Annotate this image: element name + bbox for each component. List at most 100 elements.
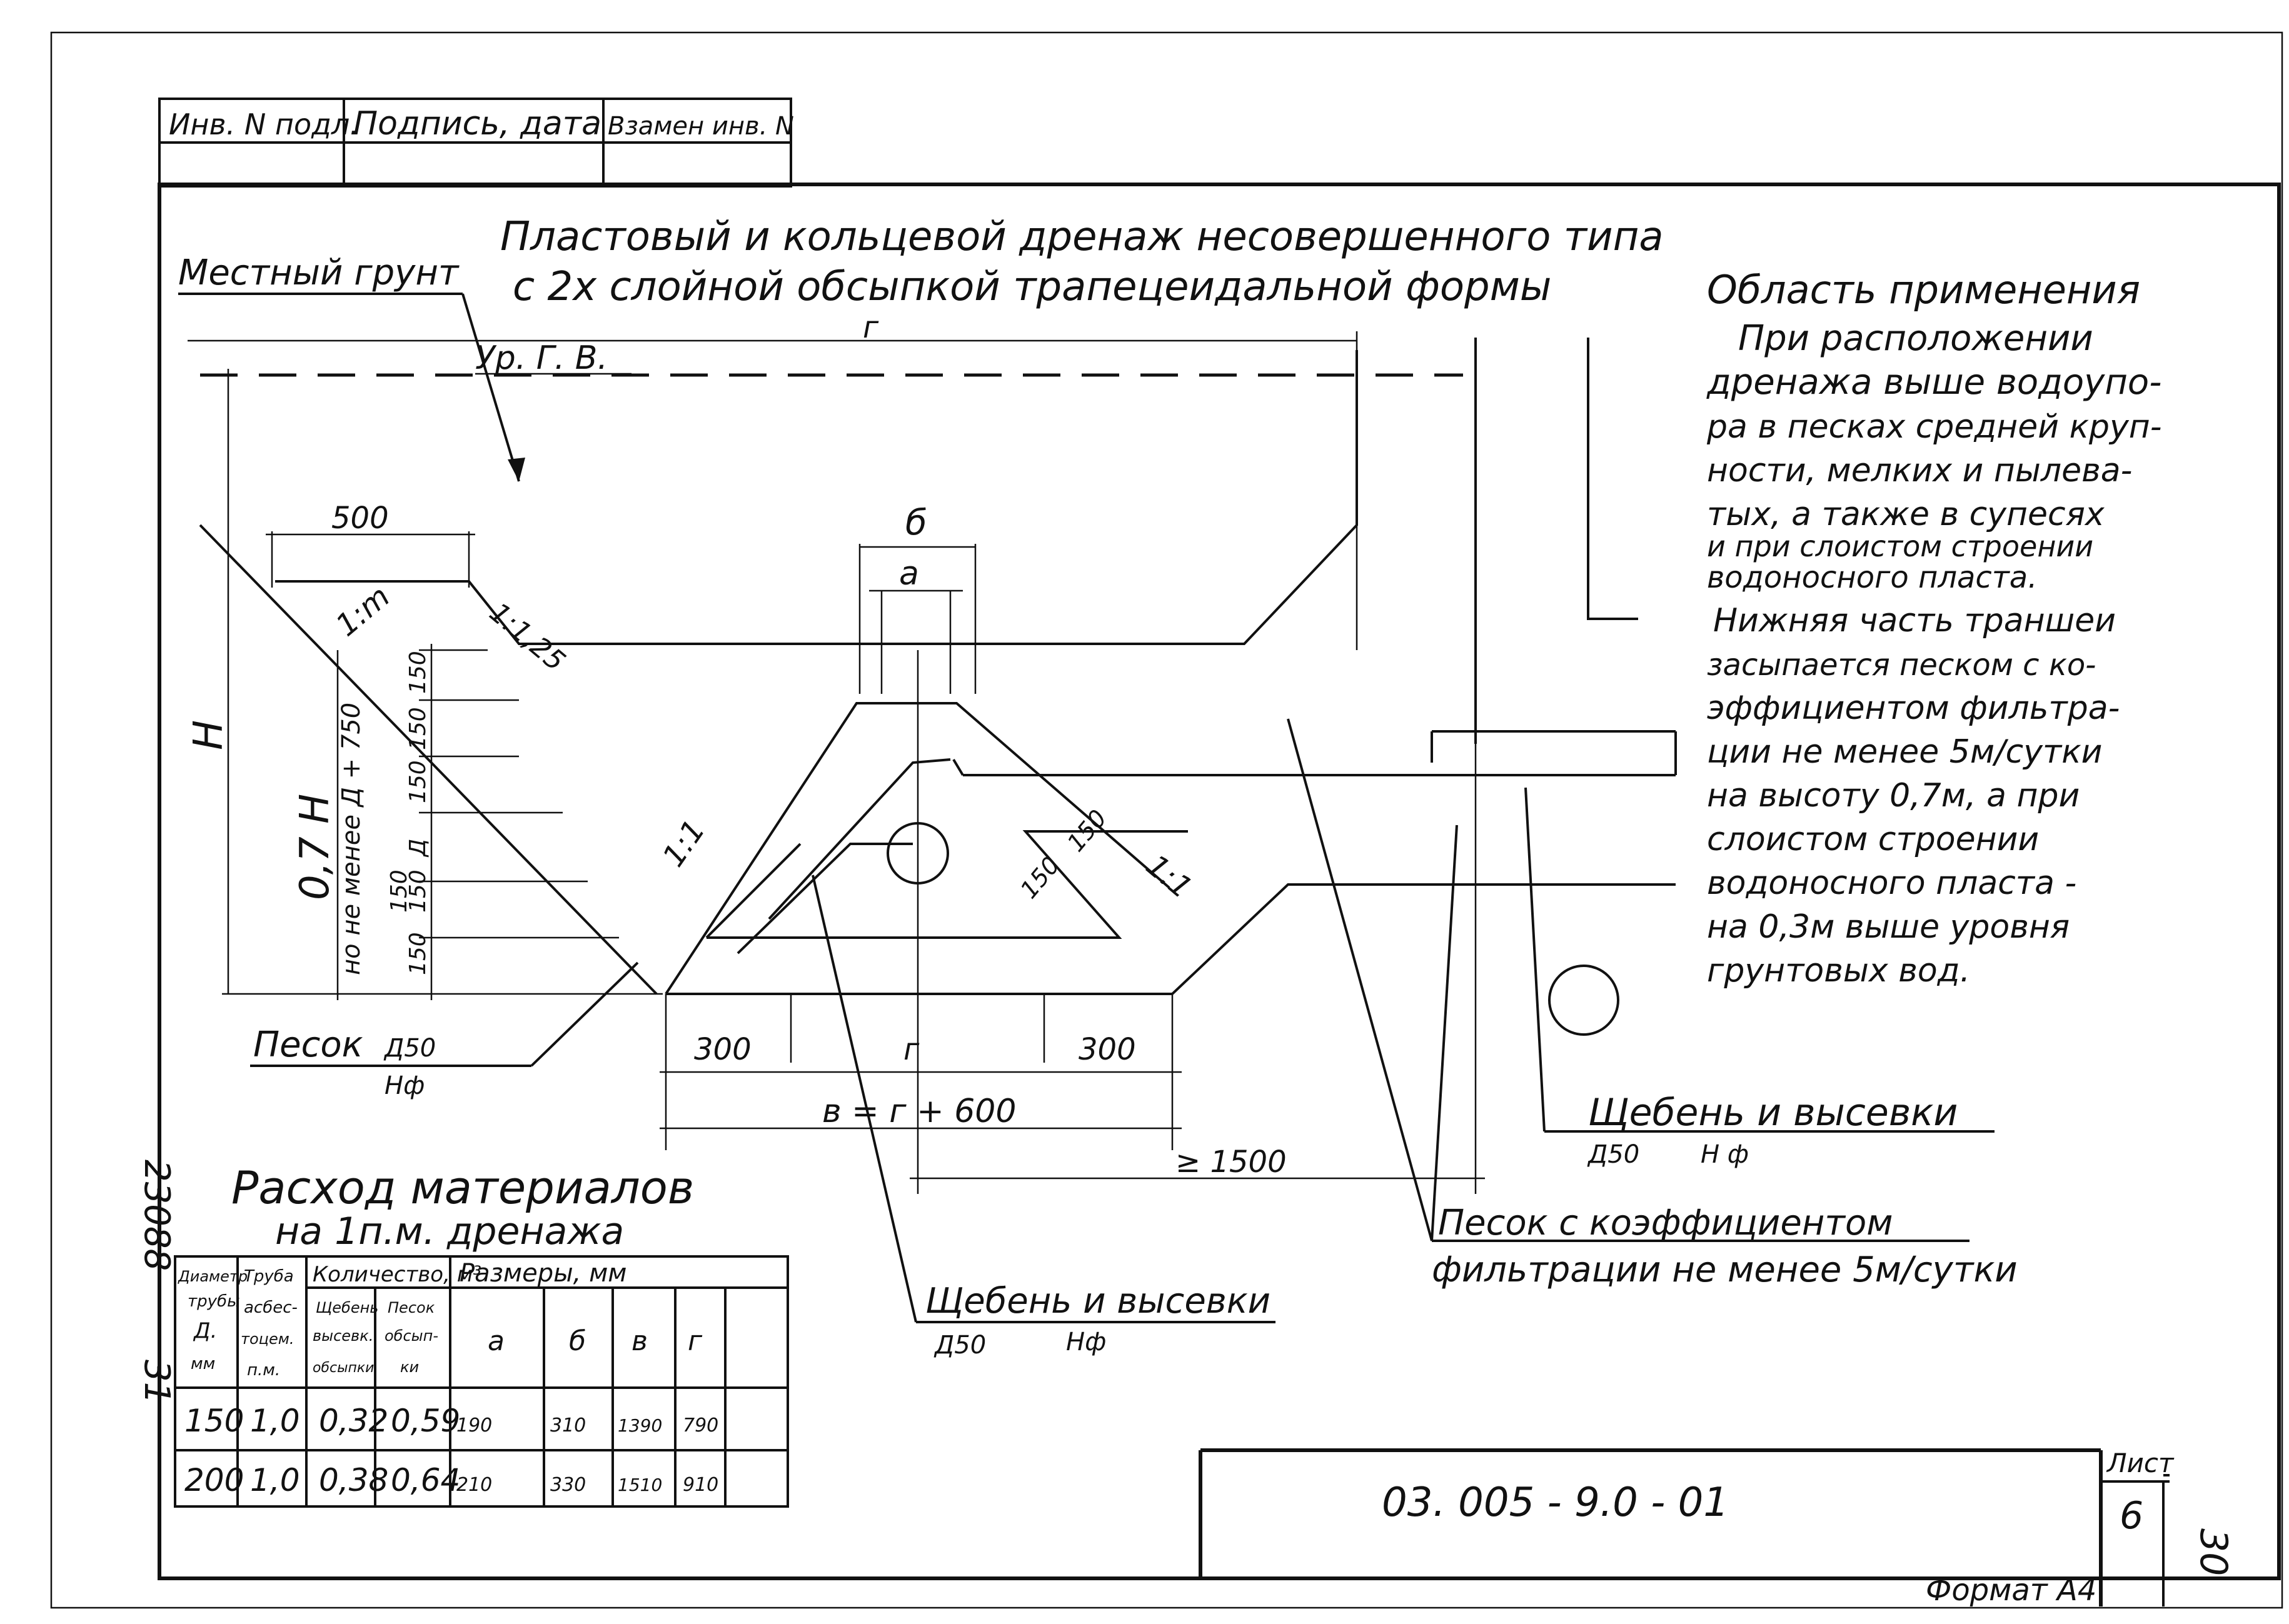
application-line: ции не менее 5м/сутки (1707, 733, 2102, 771)
dim-150-5: 150 (386, 870, 412, 913)
vertical-ticks (419, 649, 619, 939)
label-local-soil: Местный грунт (178, 253, 460, 293)
materials-title-2: на 1п.м. дренажа (275, 1210, 624, 1253)
th-diam: Д. (193, 1318, 217, 1343)
application-line: эффициентом фильтра- (1707, 689, 2120, 727)
dim-g-top: г (863, 310, 879, 345)
application-line: засыпается песком с ко- (1707, 648, 2096, 683)
drawing-code: 03. 005 - 9.0 - 01 (1382, 1480, 1729, 1526)
th-gravel: Щебень (316, 1299, 378, 1316)
application-heading: Область применения (1707, 267, 2140, 313)
outer-frame (50, 31, 2283, 1609)
application-line: на 0,3м выше уровня (1707, 908, 2070, 946)
table-cell: 0,38 (319, 1462, 388, 1498)
table-cell: 1,0 (250, 1462, 300, 1498)
slope-1-1-right: 1:1 (1139, 848, 1199, 906)
table-cell: 190 (456, 1415, 492, 1436)
title-block: 03. 005 - 9.0 - 01 Лист 6 Формат А4 30 (1199, 1448, 2235, 1608)
table-cell: 1390 (618, 1415, 662, 1436)
table-cell: 910 (683, 1474, 718, 1496)
drawing-title-line1: Пластовый и кольцевой дренаж несовершенн… (500, 214, 1664, 260)
approval-stamp: Инв. N подл. Подпись, дата Взамен инв. N (158, 98, 794, 188)
th-pipe: тоцем. (241, 1330, 294, 1348)
label-gravel-center-d50: Д50 (933, 1331, 986, 1360)
drawing-title-line2: с 2х слойной обсыпкой трапецеидальной фо… (513, 264, 1551, 310)
th-diam: Диаметр (178, 1268, 248, 1285)
label-sand-left-nf: Нф (385, 1071, 425, 1100)
table-cell: 330 (550, 1474, 586, 1496)
dim-a: а (899, 555, 919, 593)
table-cell: 1510 (618, 1475, 662, 1495)
th-diam: мм (191, 1355, 215, 1373)
dim-not-less: но не менее Д + 750 (337, 703, 366, 975)
th-gravel: высевк. (313, 1327, 373, 1345)
label-sand-left-d50: Д50 (383, 1034, 436, 1063)
dim-150-2: 150 (405, 707, 431, 750)
label-gravel-center-nf: Нф (1066, 1328, 1106, 1356)
dim-300-left: 300 (694, 1032, 752, 1067)
table-cell: 790 (683, 1415, 718, 1436)
label-gravel-right: Щебень и высевки (1588, 1091, 1958, 1135)
th-sand: обсып- (385, 1327, 438, 1345)
label-gravel-right-nf: Н ф (1701, 1140, 1749, 1169)
dim-150-1: 150 (405, 651, 431, 694)
application-notes: Область применения При расположении дрен… (1706, 267, 2162, 990)
ring-drain-pipe (1548, 965, 1619, 1036)
table-cell: 310 (550, 1415, 586, 1436)
inner-frame (158, 183, 2281, 1580)
sheet-number: 6 (2120, 1494, 2143, 1538)
dim-150-right-1: 150 (1015, 851, 1065, 904)
application-line: ра в песках средней круп- (1706, 408, 2162, 446)
dim-150-6: 150 (405, 932, 431, 975)
table-cell: 0,64 (391, 1462, 460, 1498)
dim-500: 500 (331, 501, 389, 536)
application-line: водоносного пласта. (1707, 560, 2037, 595)
filter-trapezoid (665, 702, 1676, 995)
table-cell: 0,59 (391, 1403, 460, 1439)
sheet-label: Лист (2106, 1448, 2175, 1478)
th-sand: ки (400, 1358, 419, 1376)
th-size-g: г (688, 1325, 703, 1357)
table-cell: 0,32 (319, 1403, 388, 1439)
application-line: дренажа выше водоупо- (1706, 362, 2161, 403)
stamp-header-inv: Инв. N подл. (169, 108, 359, 141)
label-gravel-center: Щебень и высевки (925, 1281, 1270, 1321)
dim-1500: ≥ 1500 (1175, 1145, 1287, 1180)
dim-300-right: 300 (1079, 1032, 1136, 1067)
format-label: Формат А4 (1926, 1573, 2096, 1608)
table-cell: 200 (184, 1462, 244, 1498)
slope-1-1-left: 1:1 (656, 813, 712, 873)
slope-1-m: 1:m (330, 579, 397, 643)
dim-b: б (905, 503, 927, 543)
th-pipe: асбес- (244, 1298, 298, 1317)
table-cell: 210 (456, 1474, 492, 1496)
dim-150-right-2: 150 (1062, 804, 1112, 857)
label-sand-left: Песок (253, 1025, 363, 1065)
dim-150-3: 150 (405, 760, 431, 803)
materials-title-1: Расход материалов (231, 1161, 694, 1214)
th-pipe: п.м. (247, 1361, 280, 1380)
th-sand: Песок (388, 1299, 435, 1316)
label-gravel-right-d50: Д50 (1587, 1140, 1639, 1169)
slope-1-1-25: 1:1,25 (483, 596, 571, 678)
th-diam: трубы (188, 1292, 240, 1311)
table-cell: 150 (184, 1403, 244, 1439)
application-line: и при слоистом строении (1707, 529, 2093, 563)
th-sizes: Размеры, мм (460, 1259, 626, 1288)
dim-v: в = г + 600 (822, 1093, 1016, 1130)
stamp-header-sign: Подпись, дата (353, 105, 601, 143)
page-number: 30 (2191, 1528, 2235, 1576)
th-size-v: в (631, 1325, 648, 1357)
application-line: слоистом строении (1707, 821, 2039, 858)
label-sand-coef-2: фильтрации не менее 5м/сутки (1432, 1250, 2018, 1290)
application-line: При расположении (1738, 318, 2093, 359)
dim-g-bottom: г (903, 1032, 920, 1067)
application-line: грунтовых вод. (1707, 952, 1970, 990)
dim-0-7H: 0,7 Н (292, 794, 338, 900)
materials-table: Диаметр трубы Д. мм Труба асбес- тоцем. … (174, 1255, 789, 1508)
stamp-header-replace: Взамен инв. N (608, 112, 794, 141)
application-line: тых, а также в супесях (1707, 496, 2105, 533)
leader-arrow (508, 458, 525, 481)
dim-H: Н (186, 720, 232, 750)
application-line: водоносного пласта - (1707, 865, 2076, 902)
